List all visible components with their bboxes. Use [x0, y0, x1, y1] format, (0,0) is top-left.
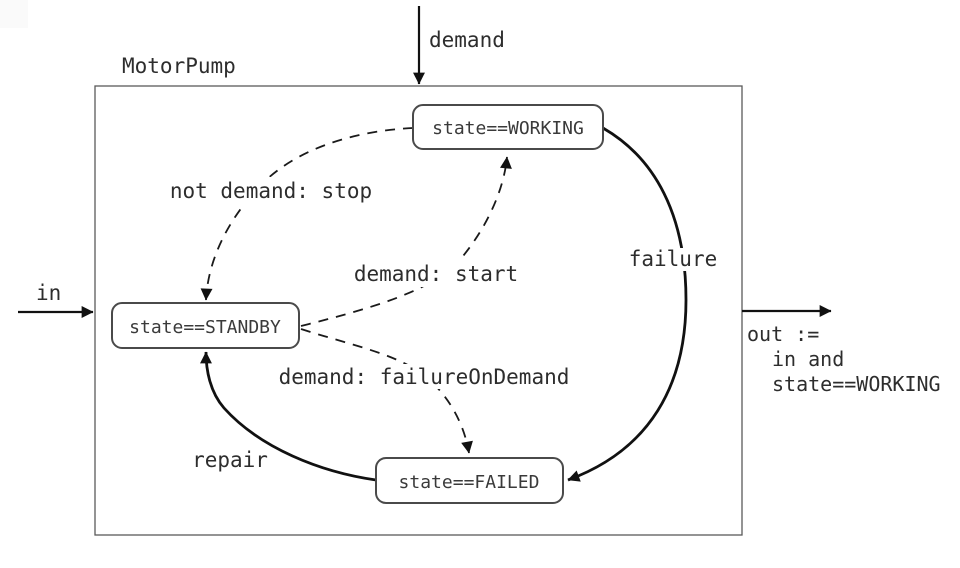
state-failed-box	[375, 457, 564, 504]
transition-repair-label: repair	[192, 448, 268, 472]
transition-repair-path	[200, 351, 377, 482]
state-standby-label: state==STANDBY	[129, 317, 281, 338]
output-expression-line3: state==WORKING	[772, 372, 941, 396]
demand-input-label: demand	[429, 28, 505, 52]
corner-artifact	[0, 0, 28, 28]
transition-stop-label-bg	[170, 177, 372, 204]
state-failed-label: state==FAILED	[399, 472, 540, 493]
state-standby: state==STANDBY	[111, 302, 300, 349]
state-working-box	[412, 104, 604, 150]
output-expression-line1: out :=	[747, 322, 819, 346]
transition-failure-on-demand-label: demand: failureOnDemand	[279, 365, 570, 389]
state-standby-box	[111, 302, 300, 349]
state-working-label: state==WORKING	[432, 118, 584, 139]
transition-failure-path	[567, 126, 688, 482]
transition-start-label-bg	[344, 261, 528, 287]
transition-repair-label-bg	[189, 449, 273, 471]
transition-start-label: demand: start	[354, 262, 518, 286]
in-input-label: in	[36, 281, 61, 305]
transition-failure-on-demand-label-bg	[273, 364, 575, 389]
state-working: state==WORKING	[412, 104, 604, 150]
transition-stop-label: not demand: stop	[170, 179, 372, 203]
state-failed: state==FAILED	[375, 457, 564, 504]
transition-failure-label: failure	[629, 247, 718, 271]
transition-failure-label-bg	[624, 248, 722, 271]
component-title: MotorPump	[122, 54, 236, 78]
output-expression-line2: in and	[772, 347, 844, 371]
transition-failure-on-demand-path	[300, 328, 473, 454]
